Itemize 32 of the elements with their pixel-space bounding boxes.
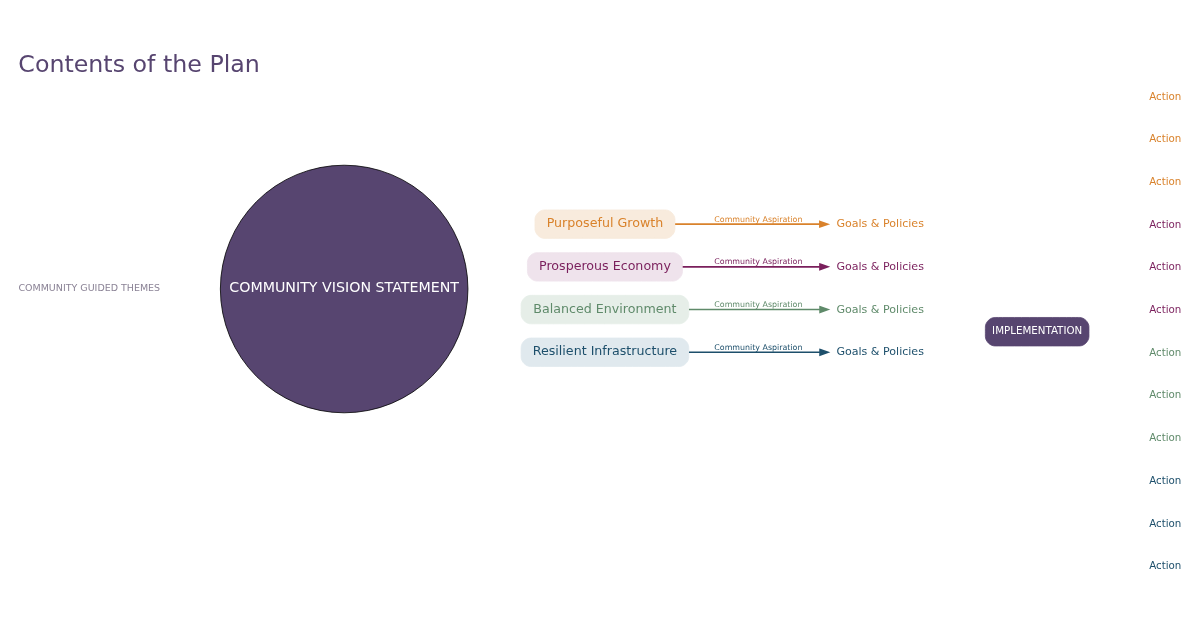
- node-text: Action: [1149, 302, 1182, 315]
- node-text: Goals & Policies: [836, 259, 924, 273]
- edge-label: Community Aspiration: [714, 342, 803, 352]
- node-circle: COMMUNITY VISION STATEMENT: [219, 164, 469, 413]
- arrow: [688, 305, 831, 313]
- arrow: [688, 347, 831, 356]
- node-box: Resilient Infrastructure: [520, 337, 690, 367]
- edge-label: Community Aspiration: [714, 214, 803, 224]
- node-text: Action: [1149, 174, 1182, 187]
- node-text: Action: [1149, 387, 1182, 400]
- node-box: Purposeful Growth: [534, 209, 676, 239]
- node-box: IMPLEMENTATION: [984, 316, 1090, 346]
- node-text: Action: [1149, 516, 1182, 529]
- edge-label: Community Aspiration: [714, 299, 803, 309]
- node-text: Action: [1149, 259, 1182, 272]
- diagram-title: Contents of the Plan: [18, 49, 260, 78]
- node-text: Action: [1149, 89, 1182, 102]
- edge-label: Community Aspiration: [714, 256, 803, 266]
- node-box: Balanced Environment: [520, 294, 690, 324]
- label: COMMUNITY GUIDED THEMES: [18, 281, 161, 293]
- arrow: [674, 219, 831, 228]
- node-text: Action: [1149, 217, 1182, 230]
- node-text: Goals & Policies: [836, 301, 924, 315]
- node-text: Action: [1149, 430, 1182, 443]
- node-text: Action: [1149, 473, 1182, 486]
- arrow: [681, 262, 831, 271]
- node-text: Action: [1149, 131, 1182, 144]
- node-box: Prosperous Economy: [527, 251, 683, 281]
- node-text: Action: [1149, 558, 1182, 571]
- node-text: Action: [1149, 345, 1182, 358]
- node-text: Goals & Policies: [836, 344, 924, 358]
- node-text: Goals & Policies: [836, 216, 924, 230]
